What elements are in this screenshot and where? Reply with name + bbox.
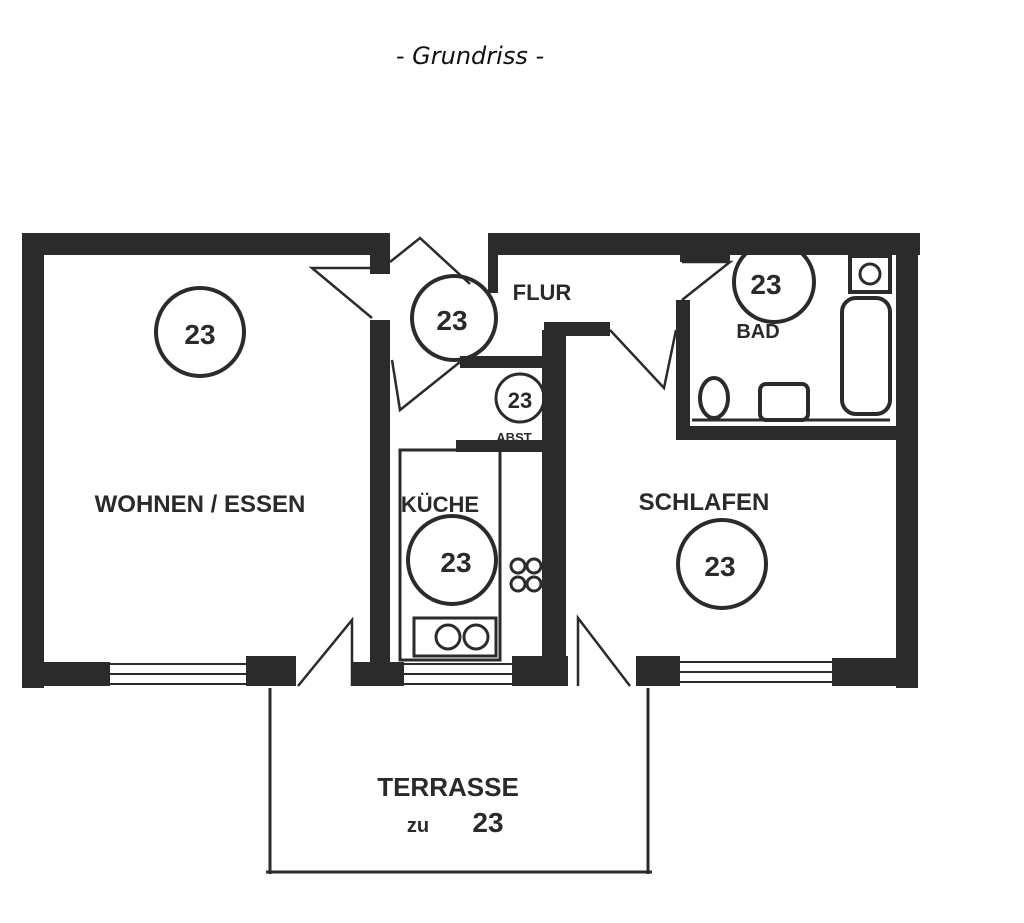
bathroom-fixtures bbox=[692, 254, 892, 422]
wall-bottom-seg5 bbox=[636, 656, 680, 686]
bathtub-icon bbox=[840, 296, 892, 416]
wall-bad-left bbox=[676, 300, 690, 440]
abst-label: ABST bbox=[496, 430, 531, 445]
wall-bad-top-stub bbox=[680, 252, 730, 262]
plan-title: - Grundriss - bbox=[395, 42, 545, 70]
bad-label: BAD bbox=[736, 321, 779, 343]
wall-bottom-seg2 bbox=[246, 656, 296, 686]
wohnen-number: 23 bbox=[184, 319, 215, 350]
kueche-number: 23 bbox=[440, 547, 471, 578]
wall-wohnen-kueche bbox=[370, 320, 390, 686]
bidet-icon bbox=[758, 382, 810, 422]
wall-abst-top bbox=[460, 356, 544, 368]
toilet-icon bbox=[698, 376, 730, 420]
wall-top-right bbox=[488, 233, 920, 255]
wall-bad-bottom bbox=[676, 426, 896, 440]
wohnen-label: WOHNEN / ESSEN bbox=[95, 491, 306, 518]
kitchen-fixtures bbox=[398, 448, 543, 662]
wall-flur-schlafen bbox=[544, 322, 610, 336]
flur-label: FLUR bbox=[513, 280, 572, 305]
door-swings bbox=[297, 236, 734, 687]
schlafen-label: SCHLAFEN bbox=[639, 489, 770, 516]
abst-number: 23 bbox=[508, 388, 532, 413]
kueche-label: KÜCHE bbox=[401, 492, 479, 517]
wall-top-left bbox=[22, 233, 390, 255]
room-labels: WOHNEN / ESSEN FLUR ABST KÜCHE BAD SCHLA… bbox=[95, 280, 780, 838]
terrasse-label: TERRASSE bbox=[377, 772, 519, 802]
wall-kueche-schlafen bbox=[542, 330, 566, 686]
bad-number: 23 bbox=[750, 269, 781, 300]
sink-bowl-left bbox=[434, 623, 462, 651]
washbasin-icon bbox=[848, 254, 892, 294]
windows bbox=[110, 661, 832, 685]
flur-number: 23 bbox=[436, 305, 467, 336]
wall-left bbox=[22, 233, 44, 688]
terrace bbox=[266, 688, 652, 874]
outer-walls bbox=[22, 233, 920, 688]
wall-bottom-seg6 bbox=[832, 658, 918, 686]
wall-entry-right bbox=[488, 233, 498, 293]
terrasse-prefix: zu bbox=[407, 815, 429, 837]
wall-entry-left bbox=[370, 250, 390, 274]
schlafen-number: 23 bbox=[704, 551, 735, 582]
room-number-circles: 23 23 23 23 23 23 bbox=[154, 240, 816, 610]
wall-right bbox=[896, 233, 918, 688]
wall-bottom-seg1 bbox=[22, 662, 110, 686]
terrasse-number: 23 bbox=[472, 807, 503, 838]
stove-icon bbox=[509, 557, 543, 593]
sink-bowl-right bbox=[462, 623, 490, 651]
